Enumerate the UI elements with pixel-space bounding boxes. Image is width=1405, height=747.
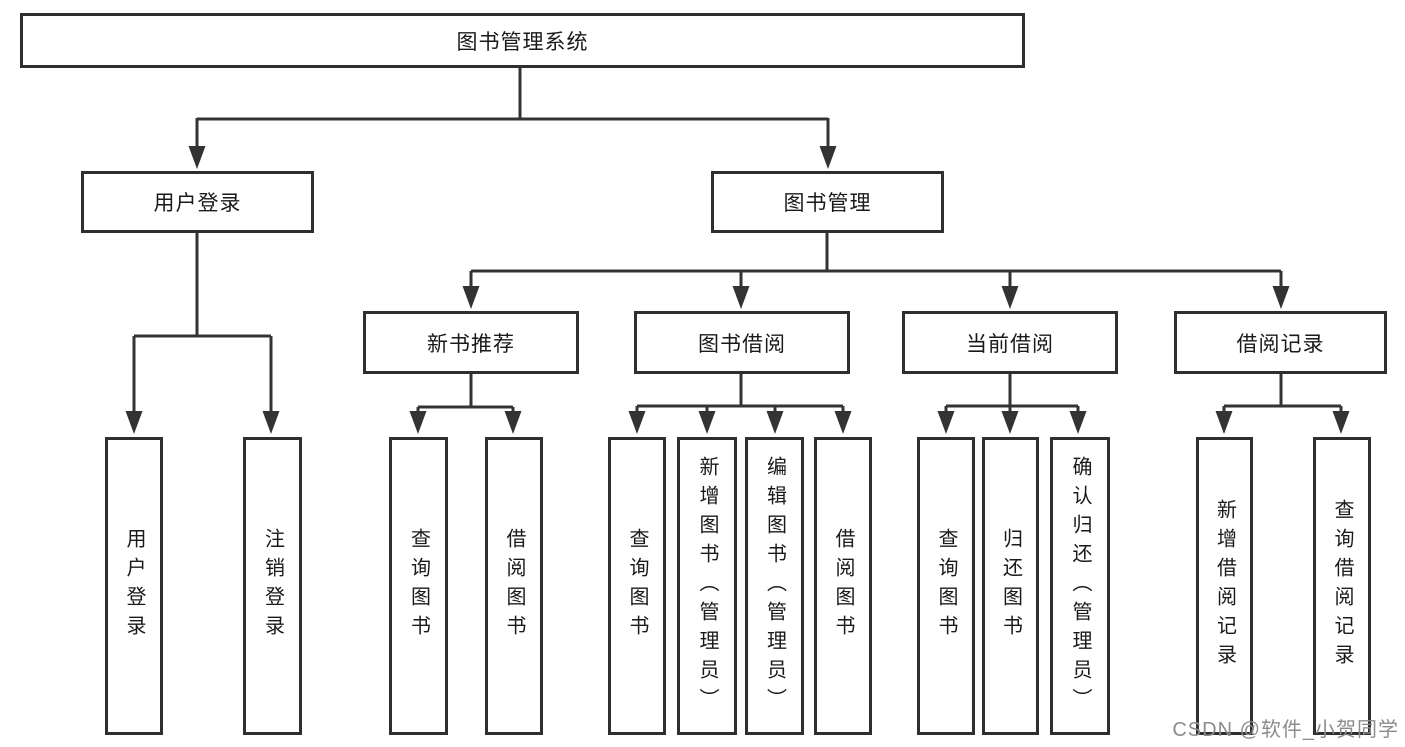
connector-lines [132,68,1343,416]
node-root-label: 图书管理系统 [456,30,589,54]
arrow-down-icon [1215,411,1233,434]
arrow-down-icon [1069,411,1087,434]
leaf-label: 编辑图书（管理员） [763,455,786,717]
csdn-watermark: CSDN @软件_小贺同学 [1172,719,1399,741]
leaf-label: 新增图书（管理员） [696,455,718,717]
leaf-return-book: 归还图书 [982,437,1039,735]
leaf-query-books-3: 查询图书 [917,437,975,735]
leaf-edit-book-admin: 编辑图书（管理员） [745,437,804,735]
node-new-book-recommend: 新书推荐 [363,311,579,374]
leaf-label: 归还图书 [999,528,1022,644]
leaf-query-books-2: 查询图书 [608,437,666,735]
node-borrow-records: 借阅记录 [1174,311,1387,374]
node-root: 图书管理系统 [20,13,1025,68]
leaf-logout: 注销登录 [243,437,302,735]
arrow-down-icon [1001,286,1019,309]
leaf-user-login: 用户登录 [105,437,163,735]
leaf-label: 查询借阅记录 [1331,499,1353,673]
leaf-label: 注销登录 [261,528,284,644]
arrow-down-icon [937,411,955,434]
arrow-down-icon [462,286,480,309]
node-current-borrow-label: 当前借阅 [966,332,1054,356]
arrow-down-icon [409,411,427,434]
arrow-down-icon [628,411,646,434]
arrow-down-icon [1332,411,1350,434]
node-book-borrow: 图书借阅 [634,311,850,374]
leaf-borrow-books-2: 借阅图书 [814,437,872,735]
node-user-login: 用户登录 [81,171,314,233]
leaf-label: 借阅图书 [832,528,854,644]
leaf-query-books-1: 查询图书 [389,437,448,735]
leaf-label: 新增借阅记录 [1213,499,1236,673]
leaf-label: 查询图书 [935,528,957,644]
leaf-label: 查询图书 [626,528,648,644]
leaf-label: 查询图书 [407,528,430,644]
arrow-down-icon [125,411,143,434]
arrow-down-icon [698,411,716,434]
arrow-down-icon [504,411,522,434]
arrow-down-icon [834,411,852,434]
arrow-down-icon [188,146,206,169]
leaf-query-borrow-record: 查询借阅记录 [1313,437,1371,735]
arrow-down-icon [1272,286,1290,309]
leaf-add-book-admin: 新增图书（管理员） [677,437,737,735]
leaf-borrow-books-1: 借阅图书 [485,437,543,735]
leaf-add-borrow-record: 新增借阅记录 [1196,437,1253,735]
arrow-down-icon [766,411,784,434]
leaf-label: 确认归还（管理员） [1069,455,1091,717]
leaf-label: 借阅图书 [503,528,525,644]
node-new-book-recommend-label: 新书推荐 [427,332,515,356]
arrowheads [125,146,1350,434]
node-current-borrow: 当前借阅 [902,311,1118,374]
arrow-down-icon [262,411,280,434]
arrow-down-icon [1001,411,1019,434]
node-user-login-label: 用户登录 [153,192,242,215]
node-book-borrow-label: 图书借阅 [698,332,786,356]
leaf-label: 用户登录 [123,528,145,644]
node-borrow-records-label: 借阅记录 [1236,332,1325,356]
node-book-management: 图书管理 [711,171,944,233]
node-book-management-label: 图书管理 [783,192,872,215]
leaf-confirm-return-admin: 确认归还（管理员） [1050,437,1110,735]
arrow-down-icon [819,146,837,169]
arrow-down-icon [732,286,750,309]
